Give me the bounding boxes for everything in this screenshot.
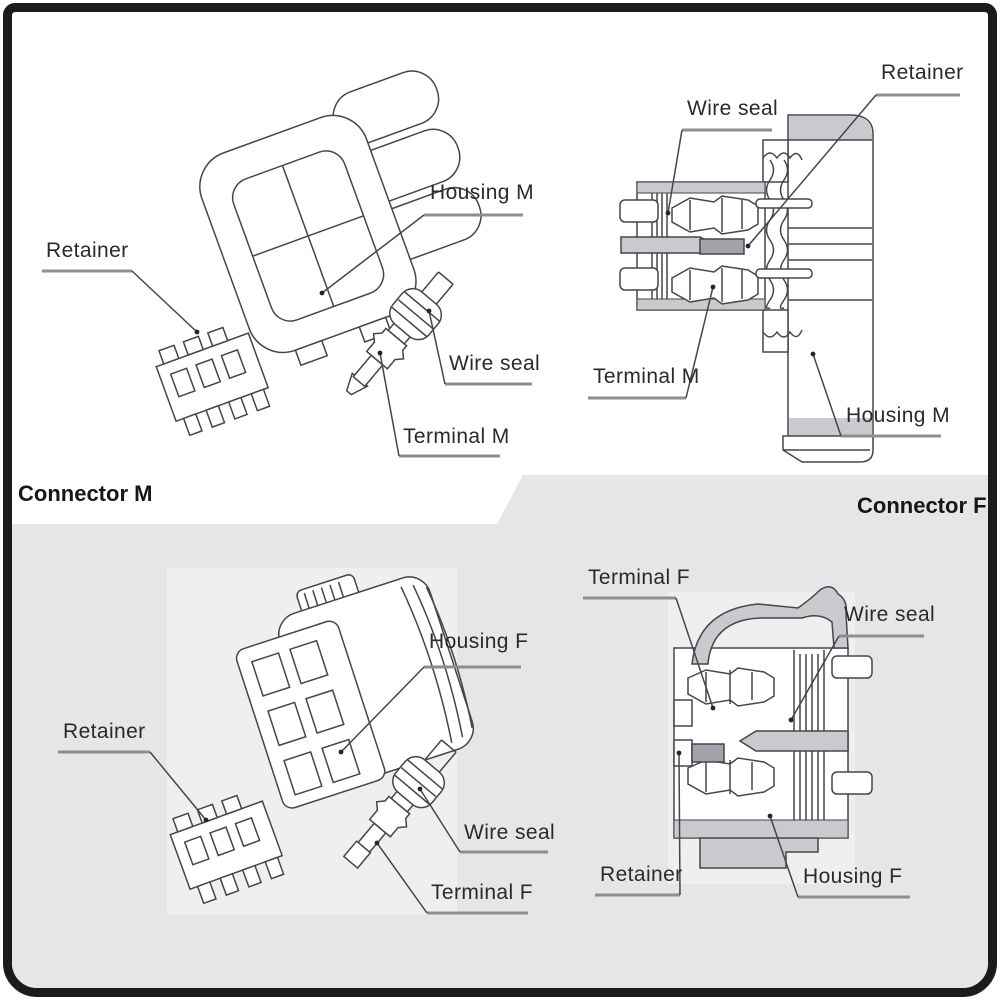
label-housing-f-section: Housing F	[803, 865, 903, 888]
cavity-grid	[250, 639, 361, 796]
label-wire-seal-f-section: Wire seal	[844, 603, 936, 626]
leader-lines	[131, 94, 877, 914]
label-retainer-m-exploded: Retainer	[46, 239, 129, 262]
label-retainer-m-section: Retainer	[881, 61, 964, 84]
label-wire-seal-m-exploded: Wire seal	[449, 352, 541, 375]
label-terminal-m-exploded: Terminal M	[403, 425, 510, 448]
label-wire-seal-m-section: Wire seal	[687, 97, 779, 120]
housing-m-drawing	[199, 70, 482, 367]
label-wire-seal-f-exploded: Wire seal	[464, 821, 556, 844]
retainer-m-section-part	[699, 238, 745, 255]
retainer-m-drawing	[155, 326, 271, 437]
label-terminal-m-section: Terminal M	[593, 365, 700, 388]
label-housing-f-exploded: Housing F	[429, 630, 529, 653]
label-retainer-f-section: Retainer	[600, 863, 683, 886]
retainer-f-section-part	[691, 743, 725, 763]
section-title-connector-m: Connector M	[18, 481, 153, 506]
line-art	[42, 70, 960, 915]
connector-m-section-drawing	[619, 114, 874, 463]
leader-dots	[194, 210, 816, 846]
wires-f-section	[831, 655, 873, 795]
label-terminal-f-section: Terminal F	[588, 566, 691, 589]
terminals-m-section	[671, 195, 813, 305]
retainer-f-drawing	[169, 794, 285, 905]
label-retainer-f-exploded: Retainer	[63, 720, 146, 743]
diagram-frame: Retainer Housing M Wire seal Terminal M …	[3, 3, 997, 997]
label-housing-m-section: Housing M	[846, 404, 950, 427]
wires-m-section	[619, 199, 659, 291]
terminal-f-wire-seal-drawing	[342, 739, 457, 870]
section-title-connector-f: Connector F	[857, 493, 987, 518]
label-terminal-f-exploded: Terminal F	[431, 881, 534, 904]
terminal-m-wire-seal-drawing	[345, 271, 454, 396]
housing-f-drawing	[235, 574, 475, 809]
label-housing-m-exploded: Housing M	[430, 181, 534, 204]
label-underlines	[42, 93, 960, 915]
